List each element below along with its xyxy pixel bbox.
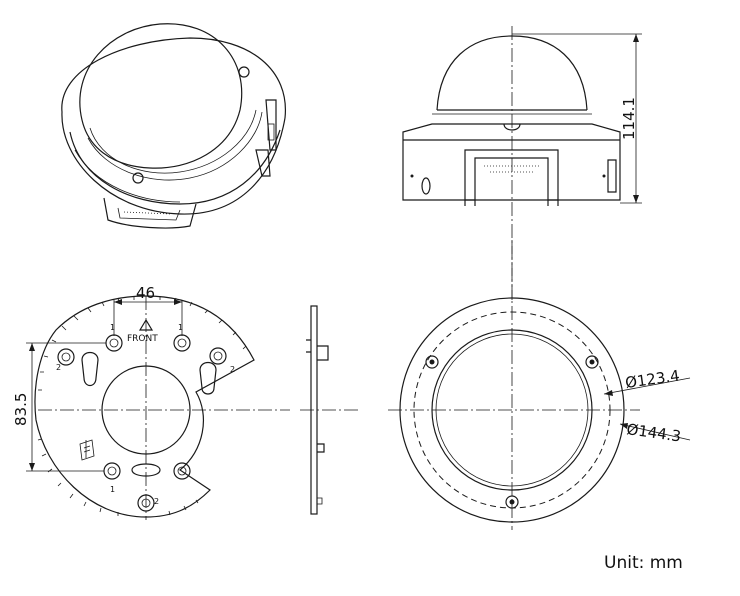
hole-spacing-dimension-label: 46 [136, 284, 155, 302]
isometric-camera-view [61, 23, 286, 229]
hole-mark-bottom: 2 [154, 497, 159, 506]
hole-mark-left: 1 [110, 323, 115, 332]
outer-diameter-callout: Ø144.3 [619, 420, 691, 446]
height-dimension-label: 114.1 [620, 97, 638, 140]
inner-diameter-label: Ø123.4 [624, 367, 681, 392]
plate-height-dimension: 83.5 [12, 342, 106, 472]
hole-spacing-dimension: 46 [113, 284, 183, 336]
hole-mark-side-right: 2 [230, 365, 235, 374]
hole-mark-right: 1 [178, 323, 183, 332]
bottom-view [388, 240, 640, 530]
mounting-plate-view: FRONT 1 1 2 2 1 2 [34, 295, 290, 520]
plate-side-profile [300, 305, 360, 515]
outer-diameter-label: Ø144.3 [625, 420, 682, 445]
plate-height-dimension-label: 83.5 [12, 393, 30, 426]
unit-label: Unit: mm [604, 553, 683, 573]
side-elevation-view [402, 26, 621, 300]
hole-mark-bottom-left: 1 [110, 485, 115, 494]
front-marker-label: FRONT [127, 334, 158, 344]
hole-mark-side-left: 2 [56, 363, 61, 372]
height-dimension: 114.1 [512, 33, 642, 204]
